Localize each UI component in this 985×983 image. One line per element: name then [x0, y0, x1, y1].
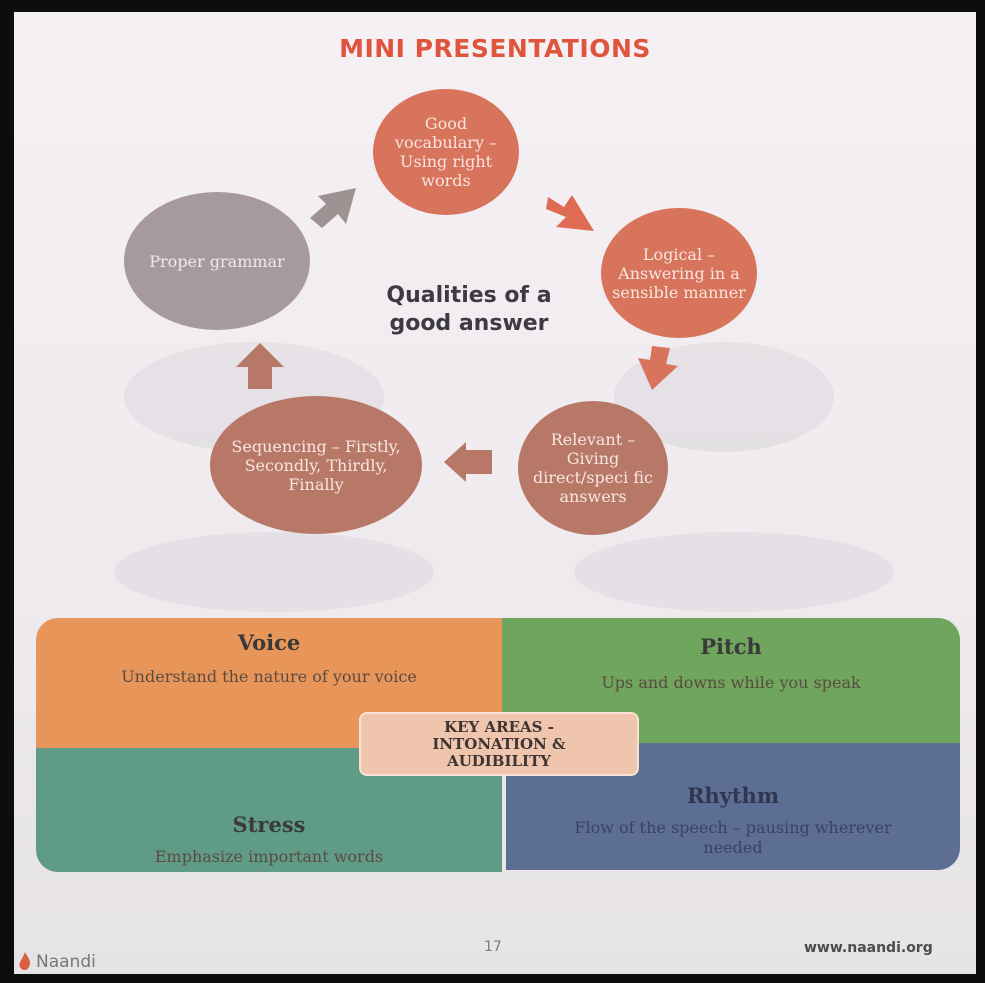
node-sequencing: Sequencing – Firstly, Secondly, Thirdly,… — [210, 396, 422, 534]
flame-icon — [19, 952, 31, 970]
key-areas-label-text: KEY AREAS - INTONATION & AUDIBILITY — [432, 717, 566, 770]
arrow-sequencing-to-grammar — [236, 343, 284, 389]
key-areas-label: KEY AREAS - INTONATION & AUDIBILITY — [359, 712, 639, 776]
page-title: MINI PRESENTATIONS — [339, 34, 651, 63]
naandi-logo: Naandi — [18, 952, 96, 972]
cycle-center-label: Qualities of a good answer — [386, 283, 552, 336]
pitch-heading: Pitch — [700, 634, 762, 659]
node-logical-text: Logical – Answering in a sensible manner — [612, 244, 746, 302]
page-number: 17 — [484, 939, 502, 955]
node-grammar-text: Proper grammar — [149, 251, 285, 271]
node-logical: Logical – Answering in a sensible manner — [601, 208, 757, 338]
stress-description: Emphasize important words — [154, 847, 384, 866]
node-vocabulary: Good vocabulary – Using right words — [373, 89, 519, 215]
node-relevant-text: Relevant – Giving direct/speci fic answe… — [533, 430, 653, 506]
arrow-vocabulary-to-logical — [546, 195, 594, 231]
rhythm-heading: Rhythm — [686, 783, 780, 808]
rhythm-description: Flow of the speech – pausing wherever ne… — [574, 818, 892, 857]
node-relevant: Relevant – Giving direct/speci fic answe… — [518, 401, 668, 535]
voice-heading: Voice — [237, 630, 301, 655]
watermark-shape — [574, 532, 894, 612]
arrow-grammar-to-vocabulary — [310, 188, 356, 228]
node-vocabulary-text: Good vocabulary – Using right words — [394, 114, 498, 190]
node-sequencing-text: Sequencing – Firstly, Secondly, Thirdly,… — [231, 436, 401, 494]
voice-description: Understand the nature of your voice — [121, 667, 417, 686]
arrow-logical-to-relevant — [638, 346, 678, 390]
website-link: www.naandi.org — [804, 940, 933, 956]
page: MINI PRESENTATIONS Good vocabulary – Usi… — [14, 12, 976, 974]
watermark-shape — [114, 532, 434, 612]
node-grammar: Proper grammar — [124, 192, 310, 330]
logo-text: Naandi — [36, 952, 96, 972]
stress-heading: Stress — [232, 812, 306, 837]
pitch-description: Ups and downs while you speak — [601, 673, 861, 692]
arrow-relevant-to-sequencing — [444, 442, 492, 482]
